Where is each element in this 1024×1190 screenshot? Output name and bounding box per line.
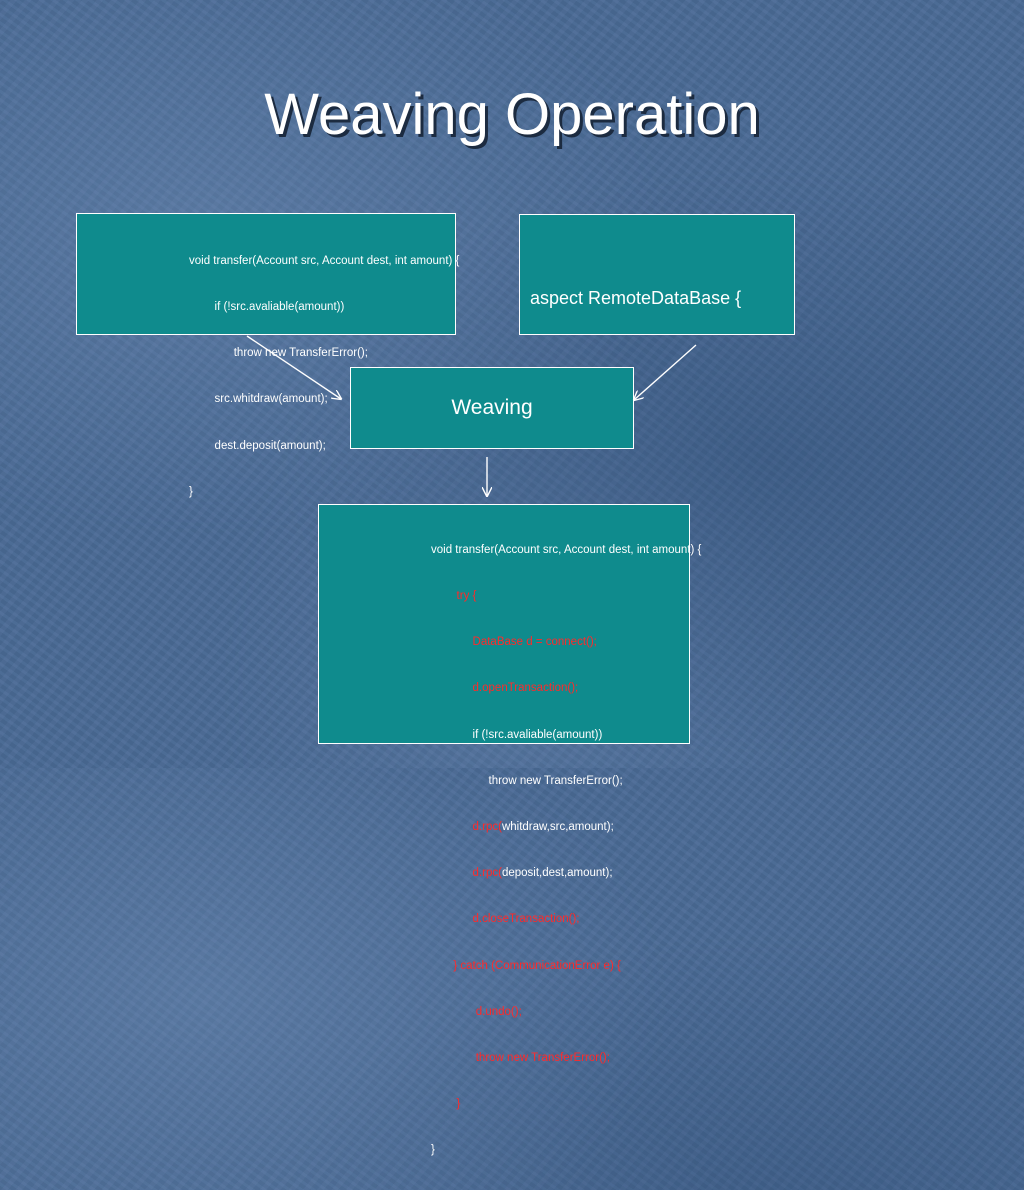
code-line-added: DataBase d = connect(); xyxy=(431,636,597,649)
code-fragment: deposit,dest,amount); xyxy=(501,867,613,880)
code-line-added: d.openTransaction(); xyxy=(431,682,579,695)
code-line-mixed: d.rpc(whitdraw,src,amount); xyxy=(431,820,701,835)
code-line-added: } xyxy=(431,1098,461,1111)
code-line: } xyxy=(189,485,193,498)
code-line: dest.deposit(amount); xyxy=(189,439,326,452)
code-line: void transfer(Account src, Account dest,… xyxy=(431,543,702,556)
aspect-line: aspect RemoteDataBase { xyxy=(530,288,742,308)
slide-title: Weaving Operation xyxy=(264,82,760,147)
code-line-added: } catch (CommunicationError e) { xyxy=(431,959,621,972)
weaving-box: Weaving xyxy=(350,367,634,449)
code-fragment: whitdraw,src,amount); xyxy=(501,821,614,834)
code-line: void transfer(Account src, Account dest,… xyxy=(189,254,460,267)
code-line: if (!src.avaliable(amount)) xyxy=(189,301,345,314)
code-line-added: try { xyxy=(431,590,477,603)
code-line: throw new TransferError(); xyxy=(431,774,623,787)
source-code-box: void transfer(Account src, Account dest,… xyxy=(76,213,460,498)
aspect-box: aspect RemoteDataBase { ….. } xyxy=(519,214,795,449)
code-line-added: d.undo(); xyxy=(431,1005,522,1018)
code-line: throw new TransferError(); xyxy=(189,347,368,360)
weaving-label: Weaving xyxy=(451,396,533,419)
code-line-added: d.closeTransaction(); xyxy=(431,913,580,926)
code-line: } xyxy=(431,1144,435,1157)
woven-code-box: void transfer(Account src, Account dest,… xyxy=(318,504,701,1156)
code-line-mixed: d.rpc(deposit,dest,amount); xyxy=(431,866,701,881)
woven-code: void transfer(Account src, Account dest,… xyxy=(431,512,701,1190)
code-line-added: throw new TransferError(); xyxy=(431,1052,610,1065)
code-fragment-added: d.rpc( xyxy=(431,867,502,880)
code-line: if (!src.avaliable(amount)) xyxy=(431,728,603,741)
code-fragment-added: d.rpc( xyxy=(431,821,502,834)
